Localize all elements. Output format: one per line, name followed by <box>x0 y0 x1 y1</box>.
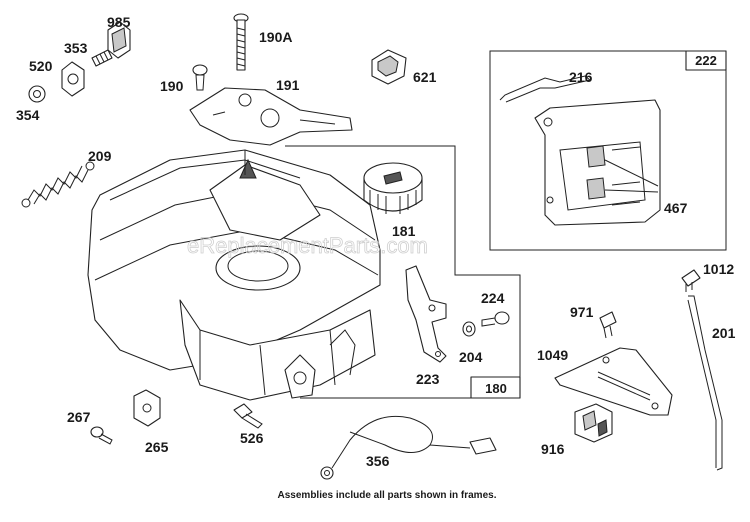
label-209: 209 <box>88 148 112 164</box>
label-181: 181 <box>392 223 416 239</box>
label-1049: 1049 <box>537 347 568 363</box>
part-1049-plate-icon <box>554 347 673 416</box>
label-526: 526 <box>240 430 264 446</box>
part-216-link-icon <box>499 75 592 103</box>
part-621-clip-icon <box>371 49 407 85</box>
label-216: 216 <box>569 69 593 85</box>
part-201-rod-icon <box>687 295 723 471</box>
frame-180: 180 <box>285 145 521 399</box>
part-223-bracket-icon <box>405 265 447 363</box>
frame-222-label: 222 <box>695 53 717 68</box>
label-353: 353 <box>64 40 88 56</box>
part-labels: 985 353 520 354 190A 190 191 621 209 181… <box>16 14 736 469</box>
part-356-wire-icon <box>320 415 497 480</box>
label-190A: 190A <box>259 29 292 45</box>
part-353-screw-icon <box>91 49 113 67</box>
part-267-screw-icon <box>90 426 113 445</box>
part-191-plate-icon <box>189 87 353 146</box>
label-971: 971 <box>570 304 594 320</box>
label-916: 916 <box>541 441 565 457</box>
label-223: 223 <box>416 371 440 387</box>
part-209-spring-icon <box>21 161 95 208</box>
footer-note: Assemblies include all parts shown in fr… <box>278 490 497 501</box>
part-190-screw-icon <box>192 64 208 91</box>
part-971-screw-icon <box>599 311 617 339</box>
part-204-washer-icon <box>462 321 476 337</box>
label-356: 356 <box>366 453 390 469</box>
label-354: 354 <box>16 107 40 123</box>
label-621: 621 <box>413 69 437 85</box>
part-526-screw-icon <box>233 403 263 429</box>
part-control-bracket-icon <box>534 99 661 226</box>
part-520-clip-icon <box>61 61 85 97</box>
label-191: 191 <box>276 77 300 93</box>
label-204: 204 <box>459 349 483 365</box>
part-265-bracket-icon <box>133 389 161 427</box>
part-354-nut-icon <box>28 85 46 103</box>
fuel-tank <box>87 149 381 401</box>
part-916-block-icon <box>574 403 613 443</box>
part-985-bracket-icon <box>107 21 131 59</box>
label-267: 267 <box>67 409 91 425</box>
label-1012: 1012 <box>703 261 734 277</box>
part-224-screw-icon <box>481 311 510 327</box>
part-190A-bolt-icon <box>233 13 249 71</box>
frame-222: 222 <box>489 50 727 251</box>
label-201: 201 <box>712 325 736 341</box>
label-467: 467 <box>664 200 688 216</box>
label-190: 190 <box>160 78 184 94</box>
label-985: 985 <box>107 14 131 30</box>
leader-lines <box>244 150 659 193</box>
watermark: eReplacementParts.com <box>187 233 428 258</box>
part-1012-screw-icon <box>681 269 701 292</box>
label-265: 265 <box>145 439 169 455</box>
frame-180-label: 180 <box>485 381 507 396</box>
label-520: 520 <box>29 58 53 74</box>
part-181-fuel-cap-icon <box>363 162 423 214</box>
label-224: 224 <box>481 290 505 306</box>
